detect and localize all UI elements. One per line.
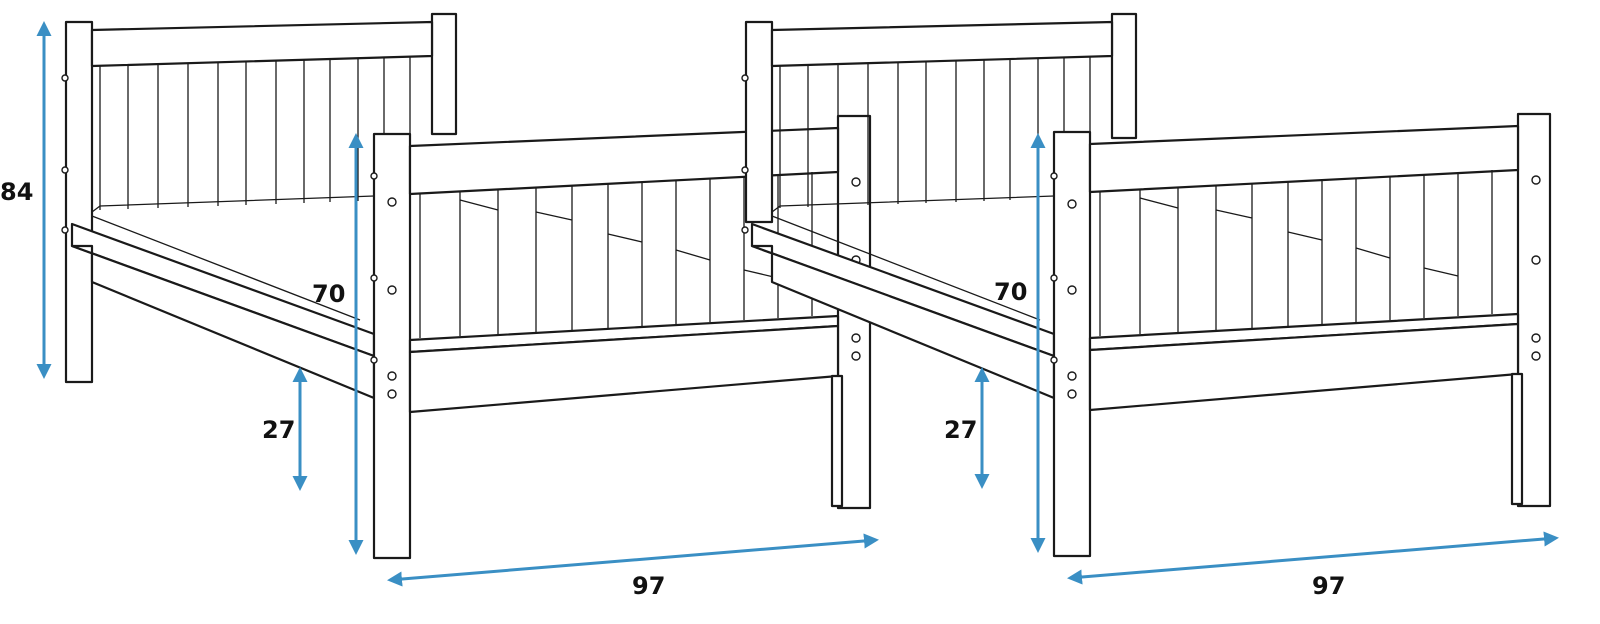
left-bed-drawing — [61, 12, 872, 560]
right-floor-clearance-label: 27 — [944, 416, 977, 444]
left-width-label: 97 — [632, 572, 665, 600]
left-width-arrow — [387, 533, 879, 587]
left-headboard-height-label: 84 — [0, 178, 33, 206]
right-width-label: 97 — [1312, 572, 1345, 600]
right-footboard — [1050, 112, 1552, 558]
left-side-rail — [70, 195, 376, 400]
left-footboard — [370, 114, 872, 560]
left-floor-clearance-label: 27 — [262, 416, 295, 444]
left-headboard — [61, 12, 458, 384]
left-rail-height-label: 70 — [312, 280, 345, 308]
right-rail-height-label: 70 — [994, 278, 1027, 306]
right-bed-drawing — [741, 12, 1552, 558]
right-headboard — [741, 12, 1138, 234]
dimension-annotations: 84 70 27 97 70 27 97 — [0, 21, 1559, 600]
right-width-arrow — [1067, 531, 1559, 585]
